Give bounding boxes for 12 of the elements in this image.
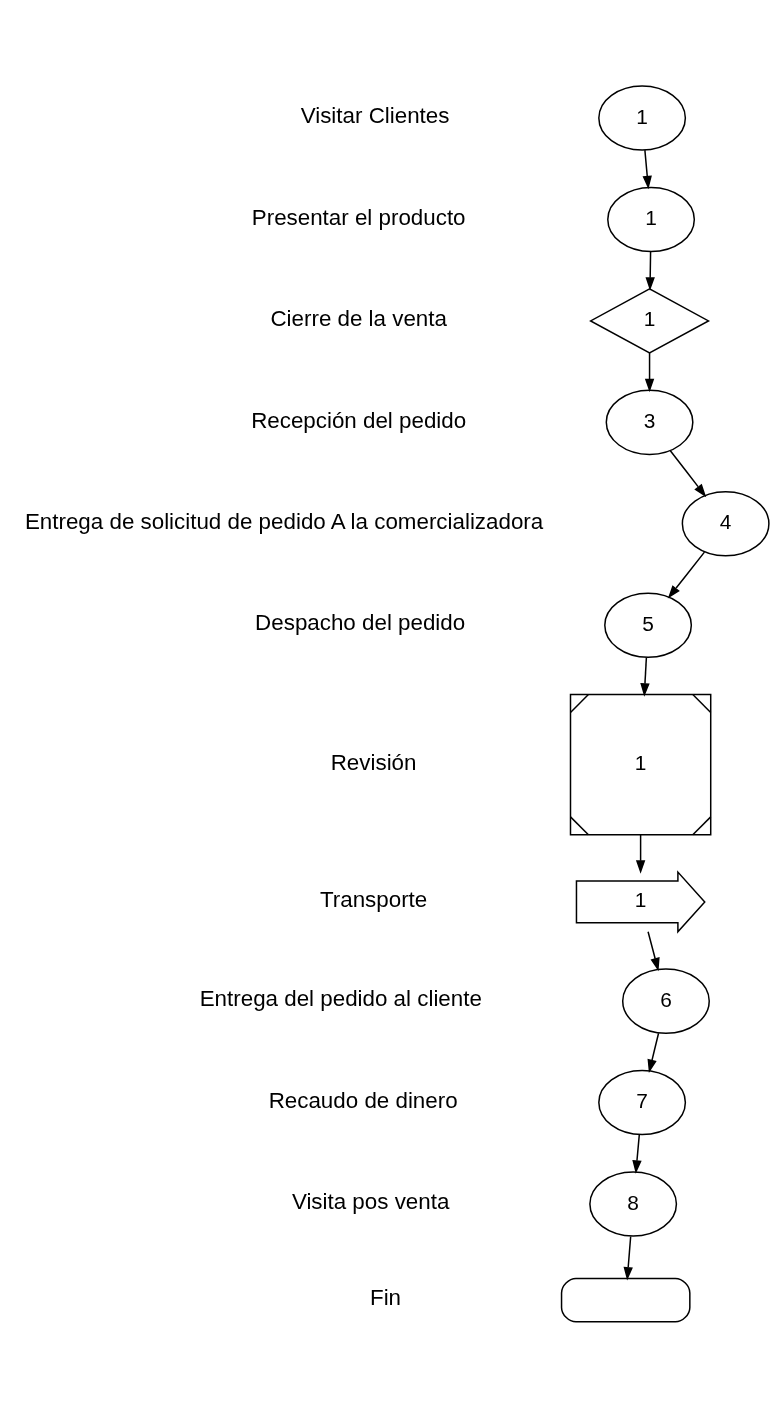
label: Recepción del pedido <box>251 407 467 433</box>
label: Entrega de solicitud de pedido A la comercializadora <box>24 508 544 534</box>
label: Recaudo de dinero <box>268 1087 458 1113</box>
label: Entrega del pedido al cliente <box>199 985 482 1011</box>
label: Presentar el producto <box>251 204 466 230</box>
label: Visita pos venta <box>291 1188 450 1214</box>
label: Transporte <box>319 886 428 912</box>
label: Cierre de la venta <box>270 305 447 331</box>
label: Fin <box>370 1284 402 1310</box>
label: Visitar Clientes <box>300 102 450 128</box>
label: Revisión <box>330 749 417 775</box>
label: Despacho del pedido <box>255 609 466 635</box>
